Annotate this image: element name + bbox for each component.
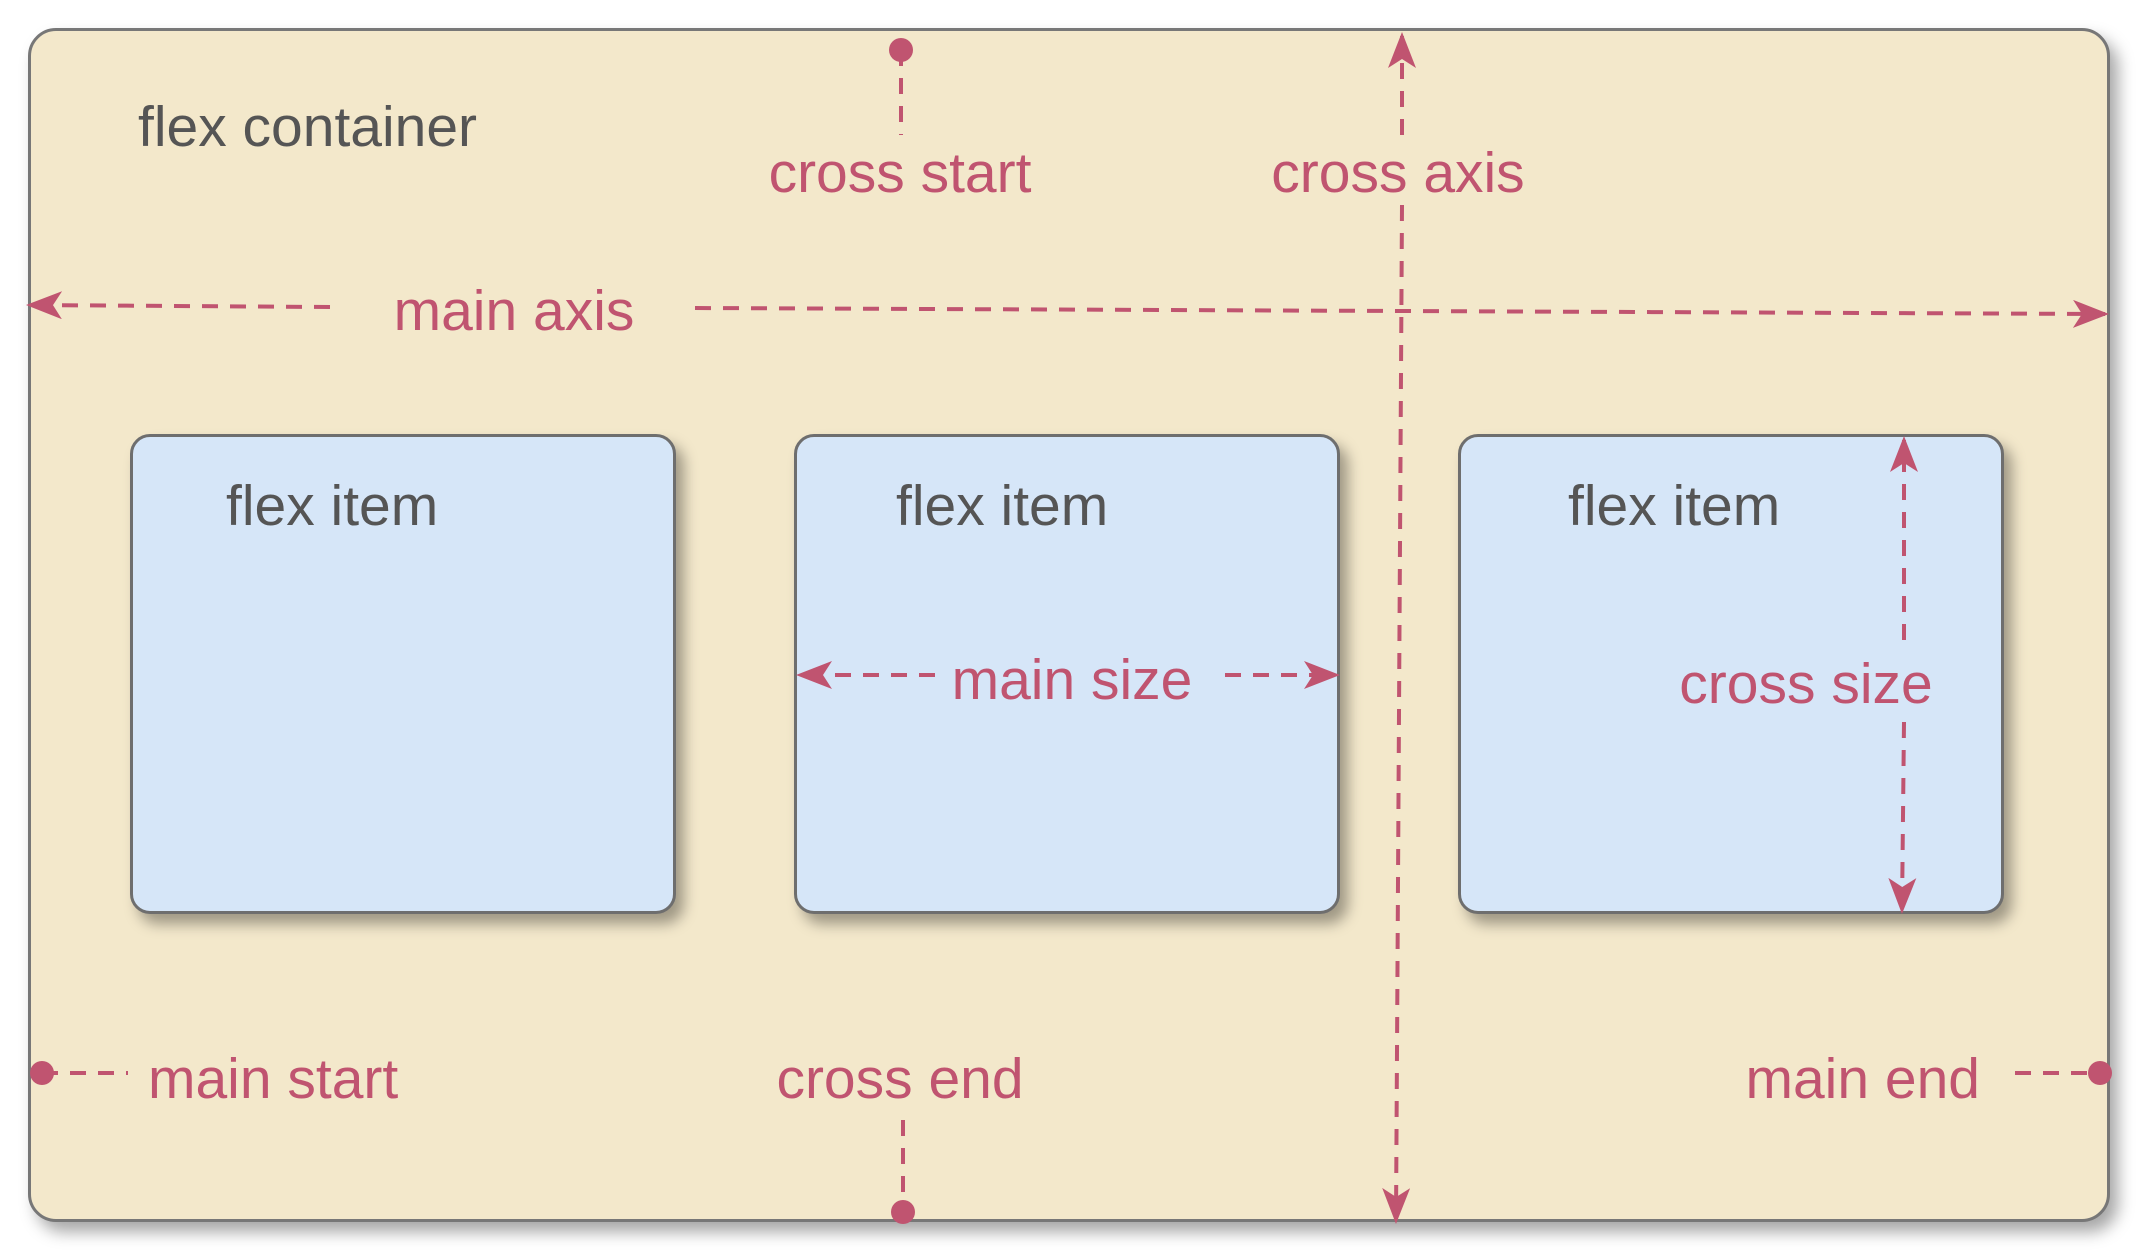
cross-size-label: cross size xyxy=(1679,652,1932,716)
flex-container-label: flex container xyxy=(138,95,477,159)
cross-start-dot xyxy=(889,38,913,62)
main-end-label: main end xyxy=(1746,1047,1981,1111)
main-axis-line-right xyxy=(694,299,2109,328)
main-end-dot xyxy=(2088,1061,2112,1085)
cross-start-label: cross start xyxy=(769,141,1032,205)
cross-axis-line-bottom xyxy=(1382,204,1411,1224)
flex-item-label-3: flex item xyxy=(1568,474,1780,538)
cross-end-label: cross end xyxy=(776,1047,1023,1111)
main-start-label: main start xyxy=(148,1047,398,1111)
cross-end-dot xyxy=(891,1200,915,1224)
main-size-label: main size xyxy=(952,648,1193,712)
main-axis-label: main axis xyxy=(394,279,635,343)
flex-item-label-2: flex item xyxy=(896,474,1108,538)
main-start-dot xyxy=(30,1061,54,1085)
cross-axis-label: cross axis xyxy=(1271,141,1524,205)
main-axis-line-left xyxy=(26,291,331,320)
flex-item-box-3 xyxy=(1458,434,2004,914)
flex-item-label-1: flex item xyxy=(226,474,438,538)
flex-item-box-2 xyxy=(794,434,1340,914)
cross-size-line-bottom xyxy=(1888,721,1917,914)
flex-item-box-1 xyxy=(130,434,676,914)
